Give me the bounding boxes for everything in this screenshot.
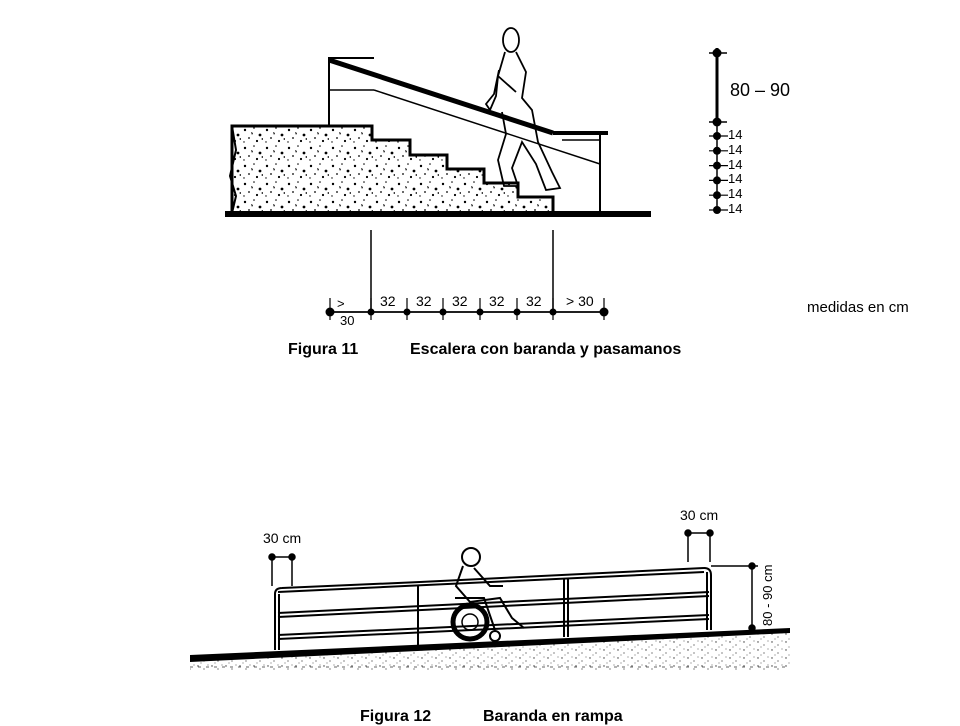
ramp-height-label: 80 - 90 cm bbox=[760, 564, 775, 626]
figure-11-height-dimensions bbox=[709, 48, 728, 214]
height-range-label: 80 – 90 bbox=[730, 80, 791, 100]
tread-depth-label: 32 bbox=[526, 293, 542, 309]
figure-11-stair-drawing bbox=[225, 27, 651, 217]
last-dim-label: > 30 bbox=[566, 293, 594, 309]
figure-12-number: Figura 12 bbox=[360, 708, 432, 725]
figure-11-title: Escalera con baranda y pasamanos bbox=[410, 341, 682, 358]
pasamanos-upper bbox=[328, 57, 554, 136]
riser-height-label: 14 bbox=[728, 186, 743, 202]
tread-depth-label: 32 bbox=[380, 293, 396, 309]
right-extension-dimension bbox=[684, 529, 714, 562]
figure-11-bottom-dimensions bbox=[325, 230, 609, 320]
riser-height-label: 14 bbox=[728, 127, 743, 142]
ramp-height-dimension bbox=[711, 562, 758, 632]
stair-ground-line bbox=[225, 211, 651, 217]
pasamanos-lower bbox=[373, 89, 601, 165]
tread-depth-label: 32 bbox=[416, 293, 432, 309]
riser-height-label: 14 bbox=[728, 141, 743, 157]
wheelchair-user-icon bbox=[450, 547, 525, 642]
person-walking-icon bbox=[484, 27, 562, 191]
riser-height-label: 14 bbox=[728, 171, 743, 187]
figure-11-number: Figura 11 bbox=[288, 341, 359, 358]
tread-depth-label: 32 bbox=[489, 293, 505, 309]
left-extension-dimension bbox=[268, 553, 296, 586]
stair-concrete-mass bbox=[230, 124, 555, 215]
figure-12-ramp-drawing bbox=[190, 529, 790, 670]
first-dim-bottom-label: 30 bbox=[340, 313, 355, 328]
units-note: medidas en cm bbox=[807, 299, 909, 316]
left-extension-label: 30 cm bbox=[263, 530, 302, 546]
riser-height-label: 14 bbox=[728, 201, 743, 216]
first-dim-top-label: > bbox=[337, 296, 345, 311]
riser-height-label: 14 bbox=[728, 156, 743, 172]
baranda-panel bbox=[328, 57, 374, 126]
tread-depth-label: 32 bbox=[452, 293, 468, 309]
right-extension-label: 30 cm bbox=[680, 507, 719, 523]
figure-12-title: Baranda en rampa bbox=[483, 708, 623, 725]
